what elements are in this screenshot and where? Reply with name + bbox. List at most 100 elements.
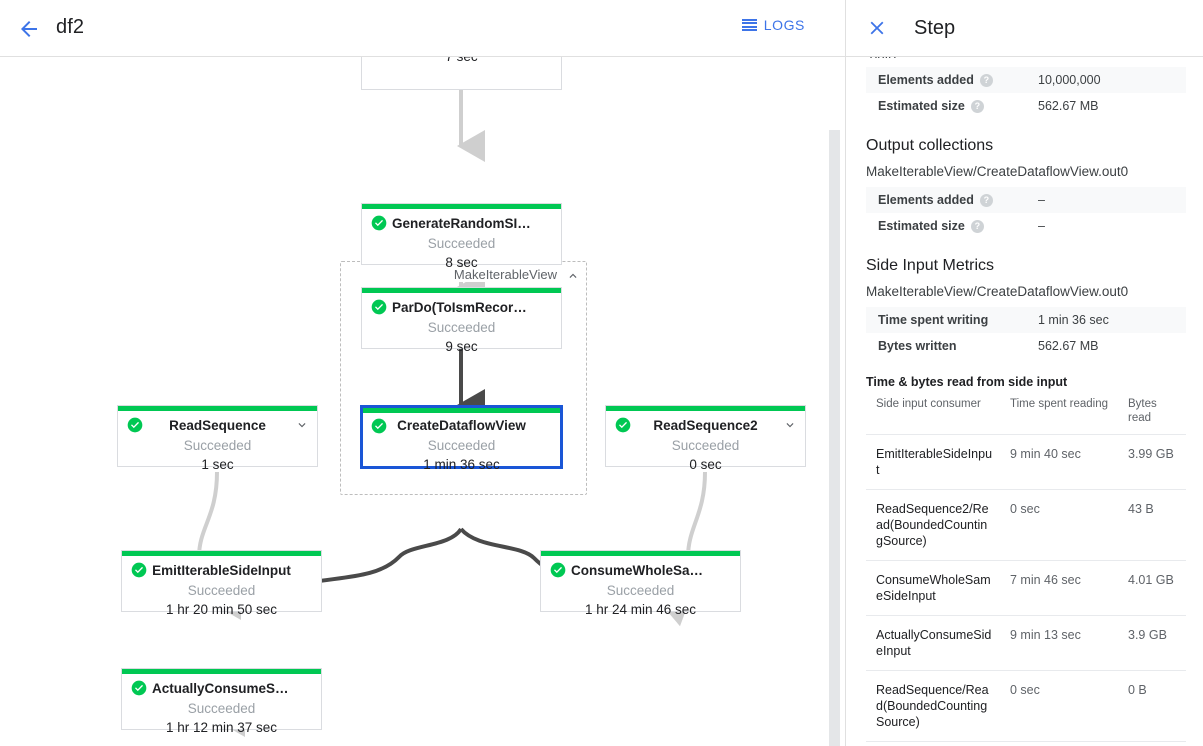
column-header-consumer: Side input consumer <box>866 391 1000 435</box>
cell-bytes: 4.01 GB <box>1118 560 1186 616</box>
cell-bytes: 0 B <box>1118 670 1186 742</box>
panel-body[interactable]: .out0 Elements added? 10,000,000 Estimat… <box>846 57 1203 746</box>
success-check-icon <box>371 418 387 434</box>
chevron-down-icon[interactable] <box>295 418 309 432</box>
cell-consumer: ReadSequence/Read(BoundedCountingSource) <box>866 670 1000 742</box>
help-icon[interactable]: ? <box>979 194 993 207</box>
success-check-icon <box>371 215 387 231</box>
node-time: 1 hr 12 min 37 sec <box>165 720 278 735</box>
input-metrics-table: Elements added? 10,000,000 Estimated siz… <box>866 67 1186 119</box>
node-time: 7 sec <box>362 57 561 64</box>
node-time: 1 sec <box>201 457 234 472</box>
node-status: Succeeded <box>187 701 256 716</box>
metric-value: 10,000,000 <box>1026 67 1186 93</box>
panel-title: Step <box>914 16 956 39</box>
cell-consumer: ReadSequence2/Read(BoundedCountingSource… <box>866 489 1000 561</box>
success-check-icon <box>127 417 143 433</box>
success-check-icon <box>131 680 147 696</box>
node-status-bar <box>122 669 321 674</box>
success-check-icon <box>550 562 566 578</box>
pipeline-graph-canvas[interactable]: MakeIterableView Succeeded 7 sec Generat… <box>0 57 845 746</box>
top-app-bar: df2 LOGS <box>0 0 845 57</box>
table-row: Time spent writing 1 min 36 sec <box>866 307 1186 333</box>
metric-value: 1 min 36 sec <box>1026 307 1186 333</box>
success-check-icon <box>371 299 387 315</box>
node-read-sequence-2[interactable]: ReadSequence2 Succeeded 0 sec <box>605 405 806 472</box>
metric-key: Bytes written <box>878 339 957 353</box>
table-row: ReadSequence2/Read(BoundedCountingSource… <box>866 489 1186 561</box>
node-status-bar <box>541 551 740 556</box>
node-actually-consume-side-input[interactable]: ActuallyConsumeSideI… Succeeded 1 hr 12 … <box>121 668 322 735</box>
node-title: ReadSequence2 <box>653 418 758 433</box>
metric-key: Estimated size <box>878 99 965 113</box>
group-label: MakeIterableView <box>450 267 560 282</box>
node-time: 0 sec <box>689 457 722 472</box>
node-status-bar <box>606 406 805 411</box>
column-header-time: Time spent reading <box>1000 391 1118 435</box>
node-status: Succeeded <box>427 320 496 335</box>
cell-time: 0 sec <box>1000 670 1118 742</box>
table-row: EmitIterableSideInput 9 min 40 sec 3.99 … <box>866 434 1186 490</box>
node-status: Succeeded <box>606 583 675 598</box>
table-row: ReadSequence/Read(BoundedCountingSource)… <box>866 670 1186 742</box>
node-time: 1 min 36 sec <box>423 457 500 472</box>
column-header-bytes: Bytes read <box>1118 391 1186 435</box>
cell-bytes: 43 B <box>1118 489 1186 561</box>
table-row: ActuallyConsumeSideInput 9 min 13 sec 3.… <box>866 615 1186 671</box>
node-emit-iterable-side-input[interactable]: EmitIterableSideInput Succeeded 1 hr 20 … <box>121 550 322 617</box>
metric-key: Estimated size <box>878 219 965 233</box>
success-check-icon <box>615 417 631 433</box>
cell-time: 7 min 46 sec <box>1000 560 1118 616</box>
node-status: Succeeded <box>427 438 496 453</box>
help-icon[interactable]: ? <box>970 220 984 233</box>
node-status: Succeeded <box>671 438 740 453</box>
side-input-read-table: Side input consumer Time spent reading B… <box>866 391 1186 742</box>
cell-bytes: 3.9 GB <box>1118 615 1186 671</box>
logs-hamburger-icon <box>741 19 757 31</box>
chevron-down-icon[interactable] <box>783 418 797 432</box>
node-pardo-toismrecordfor[interactable]: ParDo(ToIsmRecordFor… Succeeded 9 sec <box>361 287 562 354</box>
table-row: Estimated size? – <box>866 213 1186 239</box>
job-graph-region: df2 LOGS <box>0 0 845 746</box>
close-icon[interactable] <box>863 14 891 42</box>
side-input-metrics-table: Time spent writing 1 min 36 sec Bytes wr… <box>866 307 1186 359</box>
node-title: EmitIterableSideInput <box>152 563 291 578</box>
cell-time: 9 min 13 sec <box>1000 615 1118 671</box>
node-title: ParDo(ToIsmRecordFor… <box>392 300 557 315</box>
output-collections-heading: Output collections <box>866 137 994 154</box>
success-check-icon <box>131 562 147 578</box>
node-title: ReadSequence <box>169 418 266 433</box>
node-title: GenerateRandomSIData <box>392 216 547 231</box>
metric-value: 562.67 MB <box>1038 99 1099 113</box>
help-icon[interactable]: ? <box>979 74 993 87</box>
logs-button-label: LOGS <box>763 17 805 33</box>
node-time: 9 sec <box>445 339 478 354</box>
back-arrow-icon[interactable] <box>14 14 44 44</box>
cell-consumer: EmitIterableSideInput <box>866 434 1000 490</box>
node-generate-random-si-data[interactable]: GenerateRandomSIData Succeeded 8 sec <box>361 203 562 270</box>
node-create-dataflow-view[interactable]: CreateDataflowView Succeeded 1 min 36 se… <box>360 405 563 472</box>
cell-time: 9 min 40 sec <box>1000 434 1118 490</box>
logs-button[interactable]: LOGS <box>741 17 805 33</box>
panel-scrollbar[interactable] <box>829 130 840 746</box>
node-status-bar <box>122 551 321 556</box>
side-input-read-heading: Time & bytes read from side input <box>866 375 1068 389</box>
metric-key: Elements added <box>878 73 974 87</box>
node-time: 8 sec <box>445 255 478 270</box>
node-consume-whole-same-side-input[interactable]: ConsumeWholeSameSi… Succeeded 1 hr 24 mi… <box>540 550 741 617</box>
clipped-collection-name: .out0 <box>866 57 1186 58</box>
node-status: Succeeded <box>427 236 496 251</box>
table-header-row: Side input consumer Time spent reading B… <box>866 391 1186 435</box>
chevron-up-icon[interactable] <box>566 269 580 283</box>
node-time: 1 hr 20 min 50 sec <box>165 602 278 617</box>
metric-value: 562.67 MB <box>1038 339 1099 353</box>
side-input-collection-name: MakeIterableView/CreateDataflowView.out0 <box>866 284 1129 299</box>
output-collection-name: MakeIterableView/CreateDataflowView.out0 <box>866 164 1129 179</box>
node-read-sequence[interactable]: ReadSequence Succeeded 1 sec <box>117 405 318 472</box>
node-partial-top[interactable]: Succeeded 7 sec <box>361 57 562 90</box>
table-row: Elements added? 10,000,000 <box>866 67 1186 93</box>
group-box-makeiterableview[interactable]: MakeIterableView <box>340 261 587 495</box>
node-status: Succeeded <box>187 583 256 598</box>
table-row: ConsumeWholeSameSideInput 7 min 46 sec 4… <box>866 560 1186 616</box>
help-icon[interactable]: ? <box>970 100 984 113</box>
